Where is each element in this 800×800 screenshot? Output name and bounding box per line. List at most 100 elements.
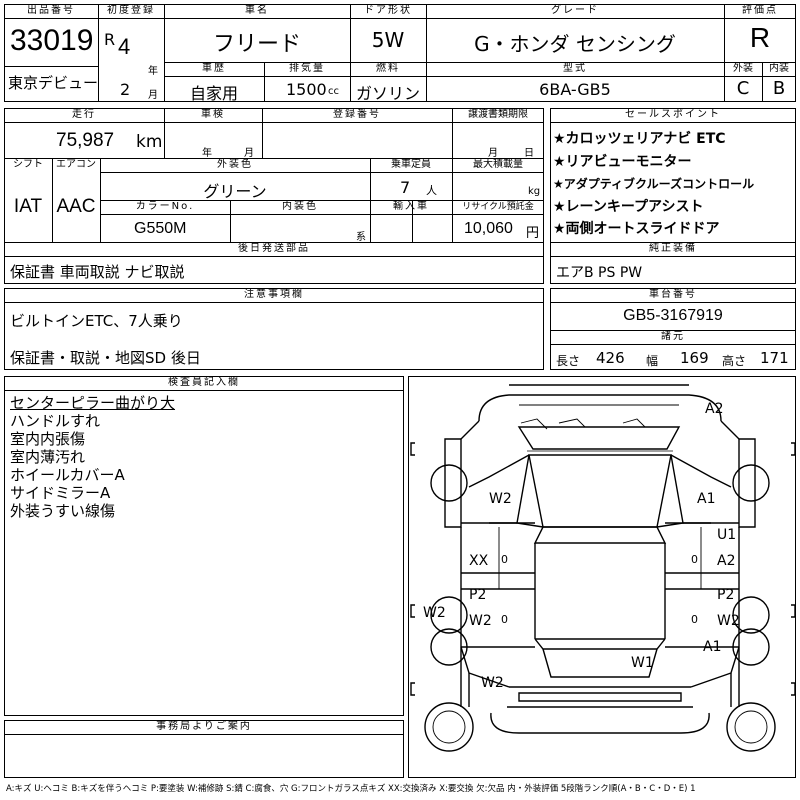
model-code: 6BA-GB5: [539, 80, 611, 99]
recycle-label: リサイクル預託金: [462, 202, 534, 212]
score: R: [749, 22, 771, 53]
car-name: フリード: [212, 32, 301, 57]
inspector-line: 室内内張傷: [10, 430, 86, 448]
month-unit: 月: [148, 90, 158, 101]
lot-number: 33019: [10, 24, 94, 57]
damage-mark: W2: [481, 675, 504, 691]
chassis-label: 車台番号: [649, 289, 697, 300]
inspector-label: 検査員記入欄: [168, 377, 240, 388]
height: 171: [760, 349, 789, 367]
height-label: 高さ: [722, 354, 747, 368]
displacement-label: 排気量: [289, 63, 325, 74]
header-section: [4, 4, 796, 102]
recycle-unit: 円: [526, 226, 540, 241]
transfer-label: 譲渡書類期限: [468, 109, 528, 120]
aircon: AAC: [56, 196, 96, 217]
inspector-line: 外装うすい線傷: [10, 502, 116, 520]
sales-point: ★アダプティブクルーズコントロール: [553, 177, 755, 191]
sales-point: ★カロッツェリアナビ ETC: [553, 131, 726, 147]
venue: 東京デビュー: [8, 74, 99, 92]
notes-line-1: ビルトインETC、7人乗り: [10, 312, 183, 330]
recycle-amount: 10,060: [464, 220, 513, 237]
history-label: 車歴: [202, 63, 226, 74]
later-parts-label: 後日発送部品: [238, 243, 310, 254]
grade: G・ホンダ センシング: [474, 32, 676, 56]
score-label: 評価点: [742, 5, 778, 16]
standard-equipment-label: 純正装備: [649, 243, 697, 254]
max-load-unit: kg: [528, 186, 541, 197]
office-label: 事務局よりご案内: [156, 721, 252, 732]
spec-label: 諸元: [661, 331, 685, 342]
inspector-line: ハンドルすれ: [10, 412, 101, 430]
transfer-month-unit: 月: [488, 148, 498, 159]
capacity-unit: 人: [426, 184, 437, 197]
insp-year-unit: 年: [202, 148, 212, 159]
length: 426: [596, 349, 625, 367]
vehicle-info-section: [4, 108, 544, 284]
sales-points-section: [550, 108, 796, 284]
damage-mark: XX: [469, 553, 489, 569]
damage-mark: 0: [691, 553, 698, 566]
chassis-number: GB5-3167919: [623, 307, 723, 324]
damage-mark: 0: [691, 613, 698, 626]
damage-mark: U1: [717, 527, 737, 543]
mileage: 75,987: [56, 130, 115, 151]
transfer-day-unit: 日: [524, 148, 534, 159]
damage-mark: P2: [469, 587, 487, 603]
sales-point: ★リアビューモニター: [553, 153, 692, 170]
lot-no-label: 出品番号: [27, 5, 75, 16]
capacity: 7: [400, 178, 411, 197]
reg-year: 4: [118, 34, 131, 59]
capacity-label: 乗車定員: [391, 159, 431, 170]
damage-mark: A2: [717, 553, 736, 569]
damage-mark: A1: [703, 639, 722, 655]
mileage-unit: km: [136, 132, 163, 152]
chassis-section: [550, 288, 796, 370]
color-no-label: カラーNo.: [135, 201, 195, 212]
sales-points-label: セールスポイント: [625, 109, 721, 120]
history: 自家用: [189, 84, 238, 103]
inspector-line: 室内薄汚れ: [10, 448, 86, 466]
model-label: 型式: [563, 63, 587, 74]
office-section: [4, 720, 404, 778]
legend: A:キズ U:ヘコミ B:キズを伴うヘコミ P:要塗装 W:補修跡 S:錆 C:…: [6, 784, 696, 794]
aircon-label: エアコン: [56, 159, 96, 170]
damage-mark: 0: [501, 613, 508, 626]
reg-month: 2: [120, 80, 131, 99]
damage-mark: W1: [631, 655, 654, 671]
inspector-section: [4, 376, 404, 716]
fuel-label: 燃料: [376, 63, 400, 74]
sales-point: ★両側オートスライドドア: [553, 221, 720, 237]
grade-label: グレード: [551, 5, 599, 16]
reg-no-label: 登録番号: [333, 109, 381, 120]
fuel: ガソリン: [355, 84, 420, 103]
car-diagram: A2 W2 A1 U1 A2 XX 0 P2 W2 0 0 P2 W2 0 W2…: [408, 376, 796, 778]
max-load-label: 最大積載量: [473, 159, 523, 170]
color-no: G550M: [134, 220, 187, 237]
notes-section: [4, 288, 544, 370]
sales-point: ★レーンキープアシスト: [553, 198, 704, 215]
ext-label: 外装: [733, 63, 753, 74]
int-color-label: 内装色: [282, 201, 318, 212]
car-outline-svg: [410, 384, 795, 752]
notes-label: 注意事項欄: [244, 289, 304, 300]
era: R: [104, 30, 116, 49]
mileage-label: 走行: [72, 109, 96, 120]
damage-mark: W2: [469, 613, 492, 629]
sales-points-list: ★カロッツェリアナビ ETC ★リアビューモニター ★アダプティブクルーズコント…: [553, 128, 795, 241]
int-color-unit: 系: [356, 232, 366, 243]
inspector-line: サイドミラーA: [10, 484, 111, 502]
insp-month-unit: 月: [244, 148, 254, 159]
standard-equipment: エアB PS PW: [556, 265, 643, 281]
width: 169: [680, 349, 709, 367]
damage-mark: W2: [717, 613, 740, 629]
length-label: 長さ: [556, 354, 581, 368]
damage-mark: W2: [489, 491, 512, 507]
inspection-label: 車検: [201, 109, 225, 120]
shift: IAT: [13, 196, 43, 217]
damage-mark: P2: [717, 587, 735, 603]
import-label: 輸入車: [393, 201, 429, 212]
later-parts: 保証書 車両取説 ナビ取説: [10, 263, 185, 281]
first-reg-label: 初度登録: [107, 5, 155, 16]
car-name-label: 車名: [245, 5, 269, 16]
